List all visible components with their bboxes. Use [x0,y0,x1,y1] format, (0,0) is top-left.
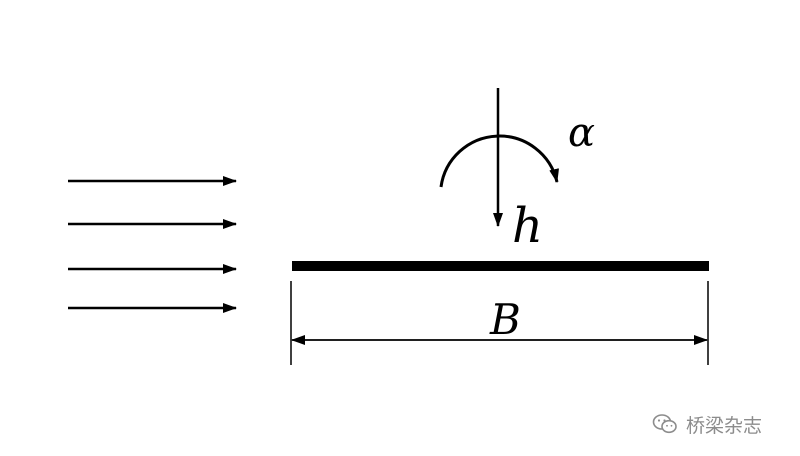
watermark-text: 桥梁杂志 [686,414,763,437]
width-label: B [489,295,521,344]
watermark: 桥梁杂志 [652,410,762,438]
heave-label: h [512,198,543,254]
wind-arrows [68,176,237,313]
width-dimension: B [290,281,709,365]
pitch-arc-arrow [439,134,559,188]
deck-plate [292,261,709,271]
pitch-label: α [568,110,595,156]
wechat-icon [652,413,678,435]
